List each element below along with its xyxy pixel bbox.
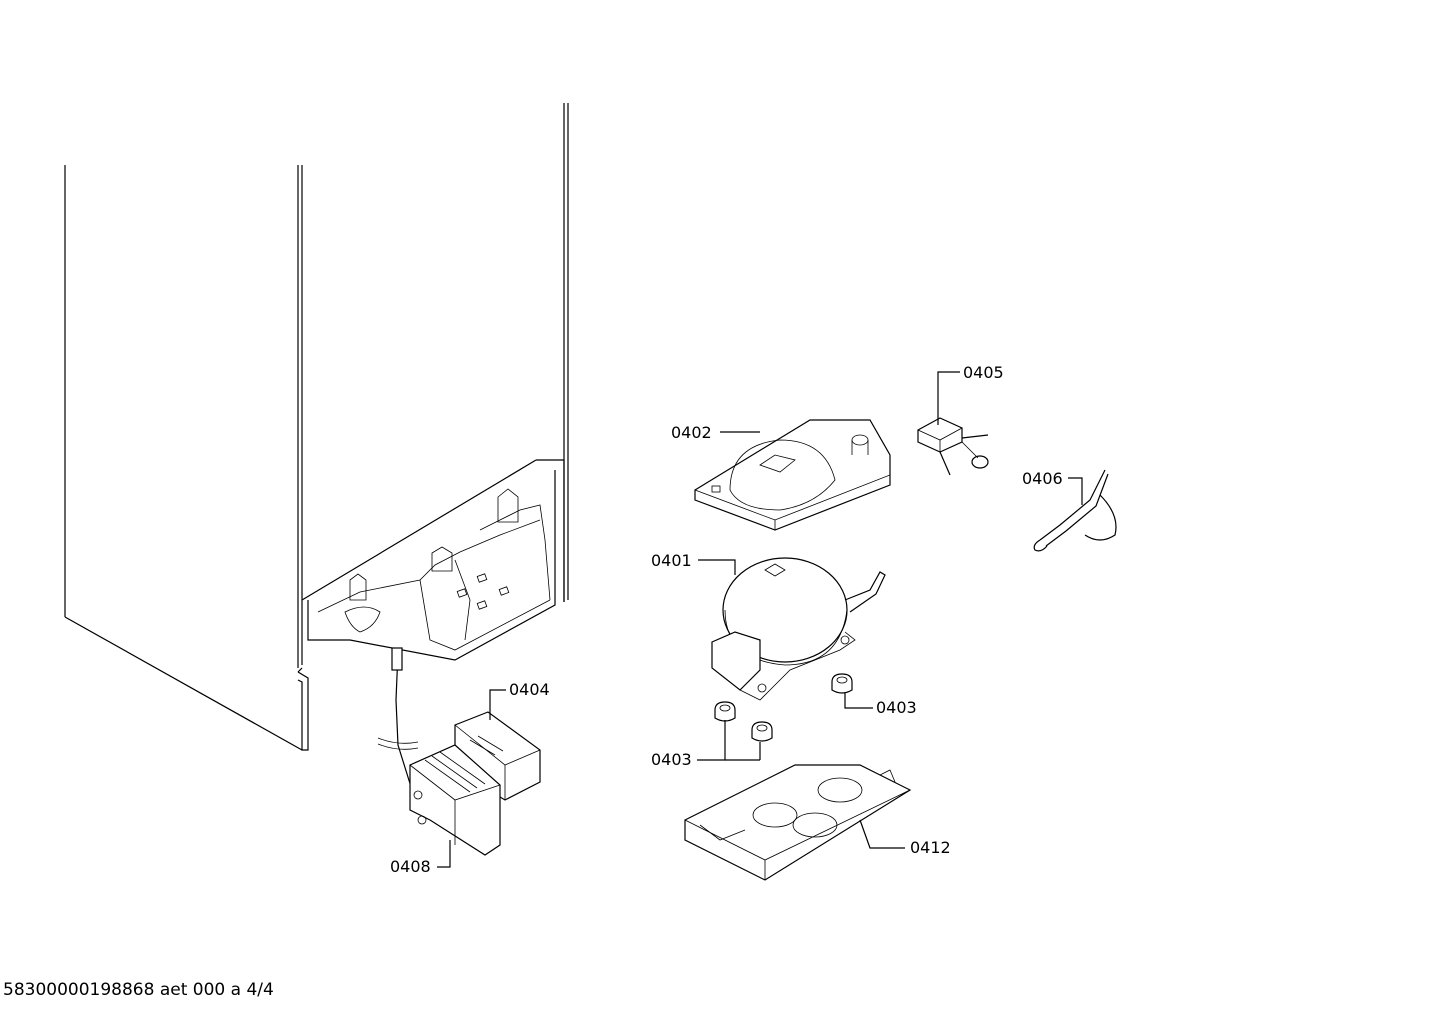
- document-id-footer: 58300000198868 aet 000 a 4/4: [3, 980, 274, 1000]
- label-0412: 0412: [910, 838, 951, 857]
- label-0403-right: 0403: [876, 698, 917, 717]
- label-0404: 0404: [509, 680, 550, 699]
- part-0412-base: [684, 764, 912, 881]
- part-0408-box: [409, 744, 501, 856]
- cabinet-drawing: [64, 103, 569, 791]
- label-0406: 0406: [1022, 469, 1063, 488]
- part-0402-housing: [694, 419, 891, 531]
- label-0401: 0401: [651, 551, 692, 570]
- part-0405-relay: [917, 417, 989, 476]
- part-0403-grommets: [714, 673, 853, 742]
- label-0403-left: 0403: [651, 750, 692, 769]
- label-0408: 0408: [390, 857, 431, 876]
- part-0401-compressor: [711, 557, 886, 701]
- part-0406-drier: [1033, 469, 1117, 552]
- label-0402: 0402: [671, 423, 712, 442]
- label-0405: 0405: [963, 363, 1004, 382]
- leader-lines: [437, 371, 1083, 868]
